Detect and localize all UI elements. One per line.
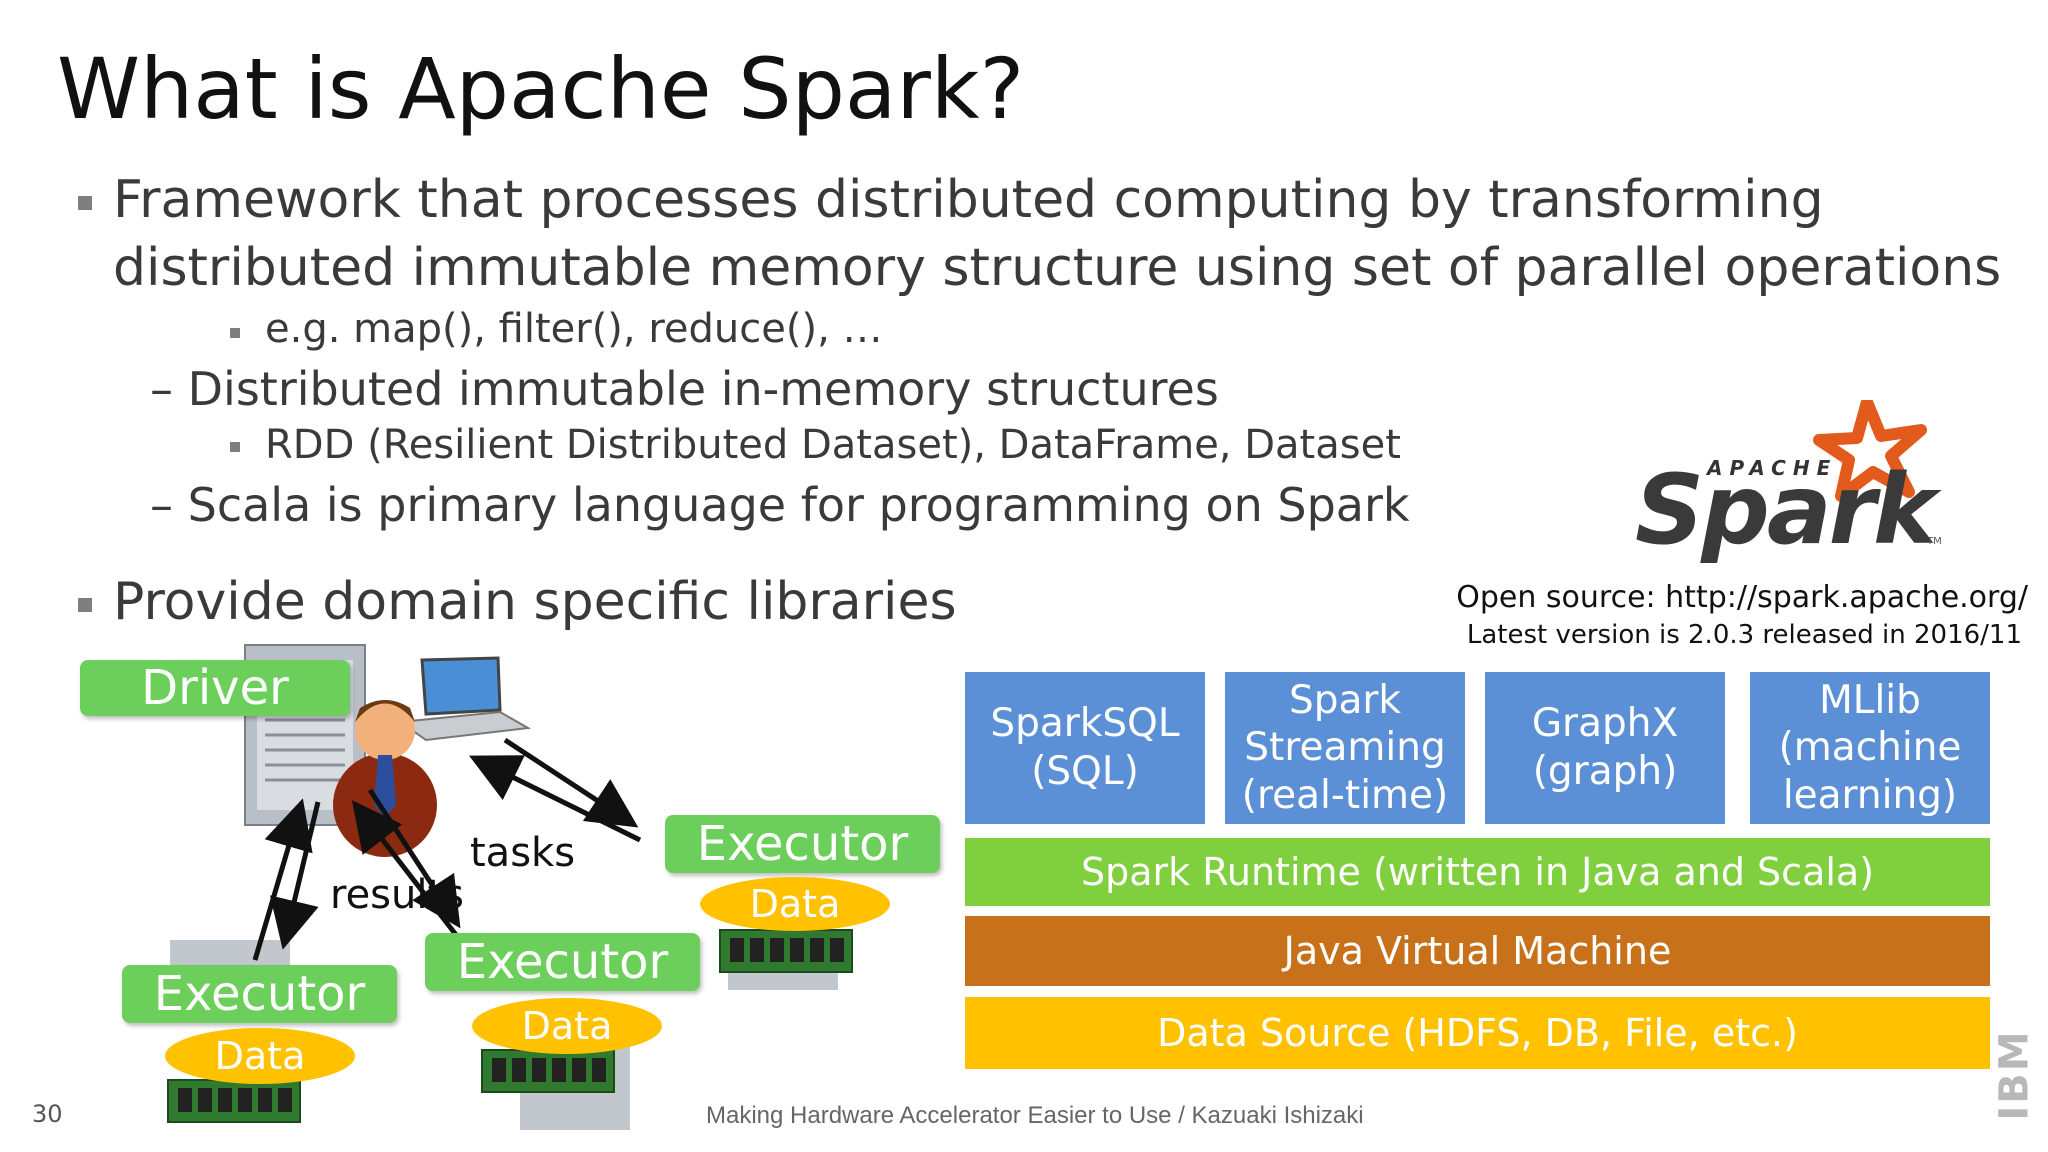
lib-box-sparksql: SparkSQL(SQL) bbox=[965, 672, 1205, 824]
footer-text: Making Hardware Accelerator Easier to Us… bbox=[706, 1102, 1364, 1129]
logo-tm-text: TM bbox=[1927, 536, 1942, 547]
memory-module-icon bbox=[719, 929, 853, 973]
data-oval-middle: Data bbox=[472, 998, 662, 1054]
bullet-square-icon bbox=[78, 196, 92, 210]
memory-module-icon bbox=[167, 1079, 301, 1123]
memory-module-icon bbox=[481, 1049, 615, 1093]
bullet-square-icon bbox=[78, 598, 92, 612]
spark-runtime-layer: Spark Runtime (written in Java and Scala… bbox=[965, 838, 1990, 906]
bullet-2: Provide domain specific libraries bbox=[113, 572, 957, 632]
sub-bullet-square-icon bbox=[230, 442, 240, 452]
bullet-1-line-1: Framework that processes distributed com… bbox=[113, 170, 1824, 230]
results-label: results bbox=[330, 872, 465, 918]
sub-bullet-square-icon bbox=[230, 328, 240, 338]
logo-spark-text: Spark bbox=[1635, 454, 1937, 566]
jvm-layer: Java Virtual Machine bbox=[965, 916, 1990, 986]
page-number: 30 bbox=[32, 1100, 63, 1128]
data-source-layer: Data Source (HDFS, DB, File, etc.) bbox=[965, 997, 1990, 1069]
data-oval-left: Data bbox=[165, 1028, 355, 1084]
lib-box-graphx: GraphX(graph) bbox=[1485, 672, 1725, 824]
tasks-label: tasks bbox=[470, 830, 576, 876]
bullet-1-line-2: distributed immutable memory structure u… bbox=[113, 238, 2002, 298]
dash-bullet-1-sub: RDD (Resilient Distributed Dataset), Dat… bbox=[265, 422, 1401, 468]
latest-version-text: Latest version is 2.0.3 released in 2016… bbox=[1466, 620, 2022, 650]
laptop-icon bbox=[397, 656, 532, 742]
open-source-text: Open source: http://spark.apache.org/ bbox=[1456, 580, 2028, 615]
data-oval-right: Data bbox=[700, 877, 890, 931]
spark-star-icon bbox=[1813, 396, 1927, 502]
dash-bullet-1: – Distributed immutable in-memory struct… bbox=[150, 362, 1219, 416]
dash-bullet-2: – Scala is primary language for programm… bbox=[150, 478, 1410, 532]
executor-label-right: Executor bbox=[665, 815, 940, 873]
bullet-1-sub: e.g. map(), filter(), reduce(), … bbox=[265, 306, 883, 352]
arrows-icon bbox=[252, 737, 642, 961]
slide-title: What is Apache Spark? bbox=[57, 40, 1025, 138]
ibm-logo: IBM bbox=[1992, 1029, 2038, 1121]
apache-spark-logo: APACHE Spark TM bbox=[1635, 396, 1955, 570]
executor-label-middle: Executor bbox=[425, 933, 700, 991]
driver-label: Driver bbox=[80, 660, 350, 716]
logo-apache-text: APACHE bbox=[1707, 456, 1838, 480]
executor-label-left: Executor bbox=[122, 965, 397, 1023]
